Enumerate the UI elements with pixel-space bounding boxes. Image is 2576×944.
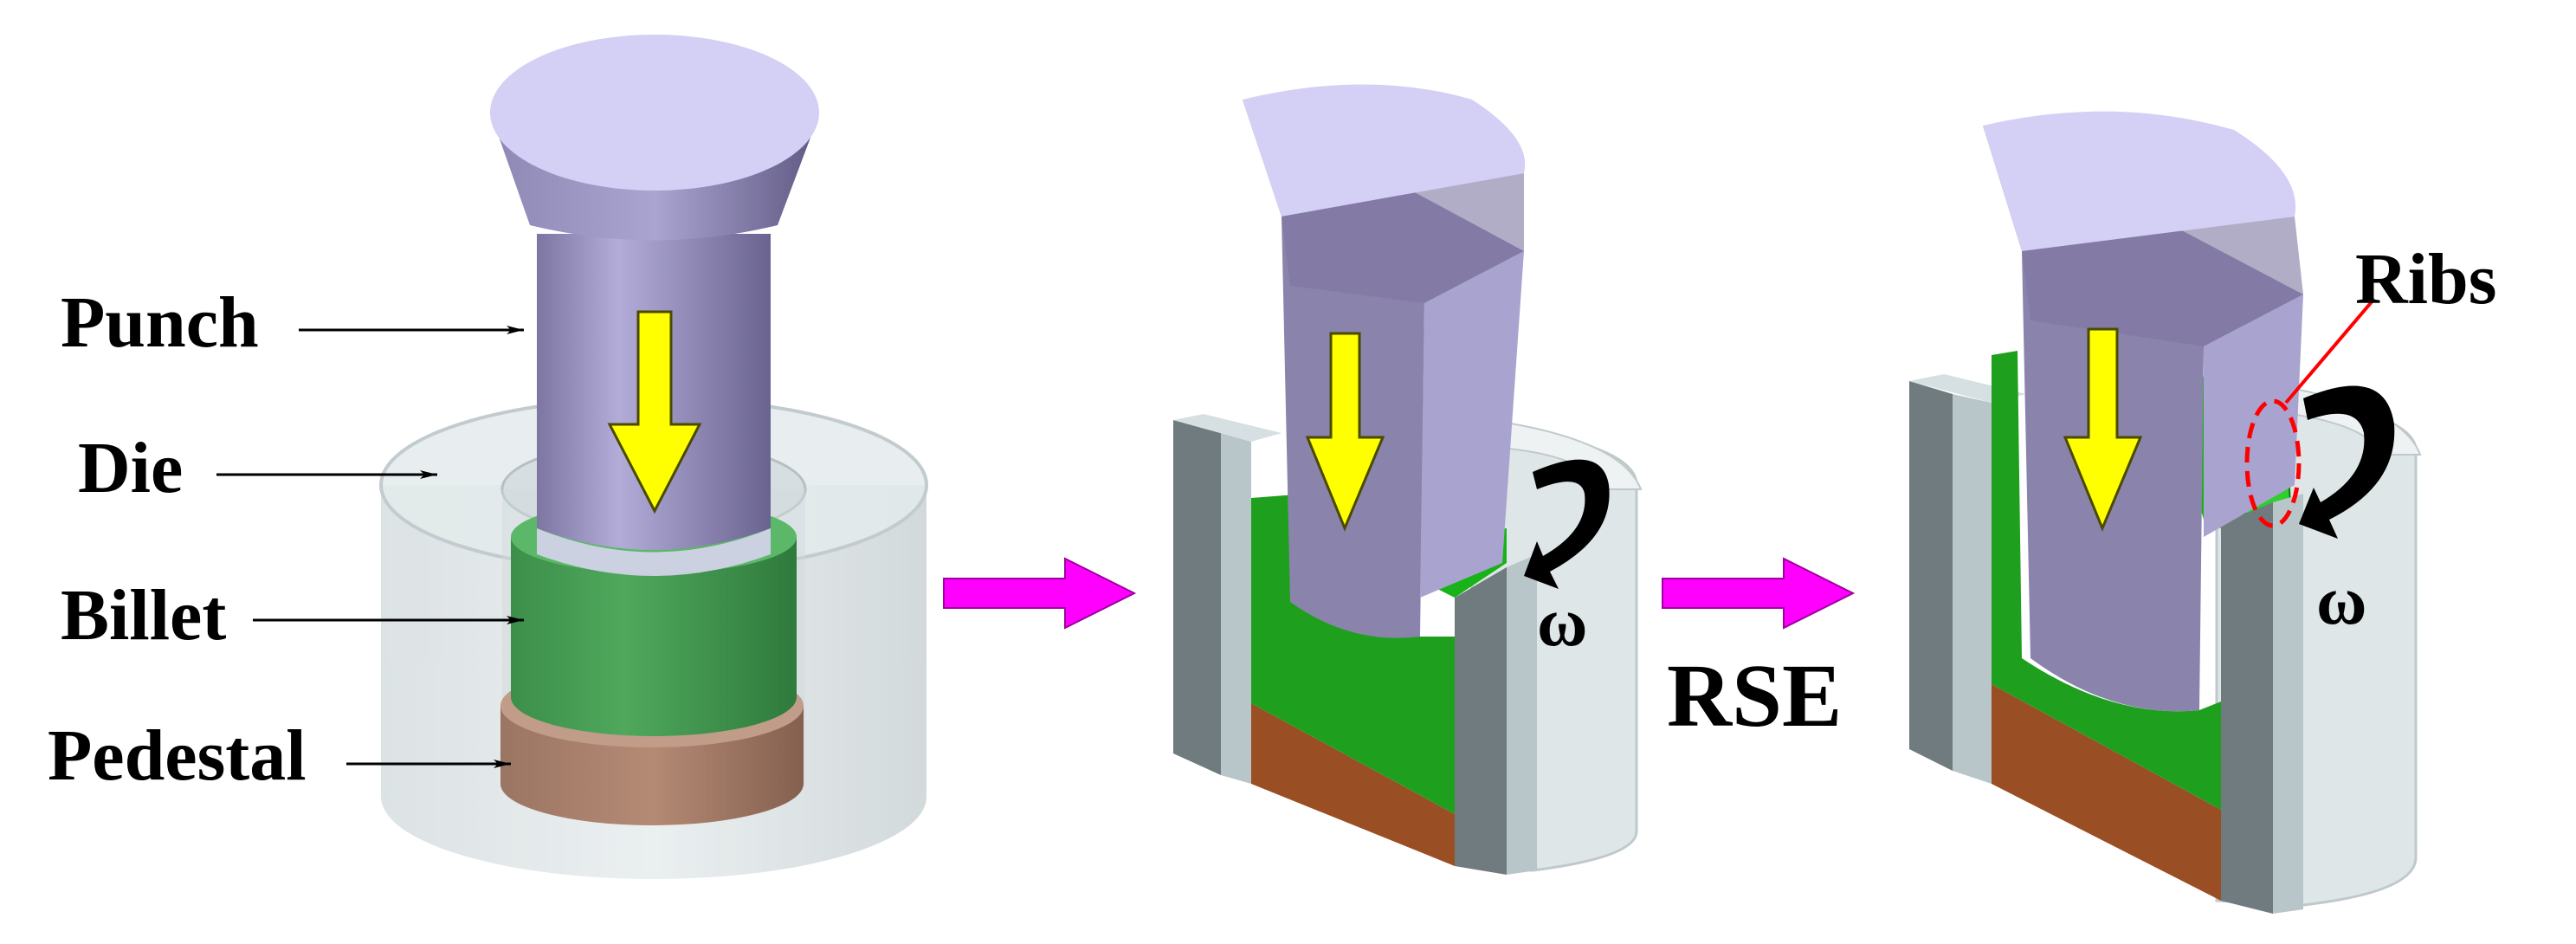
pedestal-right <box>1992 684 2221 901</box>
die-section-right-right <box>2221 502 2273 914</box>
assembly-right: ω <box>1909 111 2422 914</box>
assembly-middle: ω <box>1173 84 1643 875</box>
pedestal-middle <box>1251 703 1455 866</box>
omega-label-1: ω <box>1537 585 1587 661</box>
billet-right <box>1992 351 2221 810</box>
die-section-left-right <box>1909 381 1953 771</box>
rotation-arrow-right <box>2299 385 2395 539</box>
die-label: Die <box>78 428 183 508</box>
process-label: RSE <box>1667 646 1842 746</box>
die-section-right-middle <box>1455 567 1507 875</box>
down-arrow-right <box>2063 327 2143 532</box>
punch-right <box>1983 111 2303 712</box>
ribs-label: Ribs <box>2355 239 2496 320</box>
assembly-left <box>379 35 928 879</box>
pedestal-label: Pedestal <box>48 715 307 796</box>
punch-label: Punch <box>61 282 259 363</box>
process-arrow-2 <box>1662 557 1856 630</box>
punch-middle <box>1243 84 1526 638</box>
ribs-marker <box>2244 398 2302 528</box>
die-section-left-middle <box>1173 420 1221 775</box>
rotation-arrow-middle <box>1524 459 1610 589</box>
process-arrow-1 <box>943 557 1137 630</box>
ribs-leader <box>2284 297 2376 404</box>
billet-label: Billet <box>61 575 226 656</box>
down-arrow-middle <box>1305 332 1385 532</box>
omega-label-2: ω <box>2316 563 2366 639</box>
labels-left: Punch Die Billet Pedestal <box>48 282 524 796</box>
down-arrow-left <box>607 310 702 514</box>
